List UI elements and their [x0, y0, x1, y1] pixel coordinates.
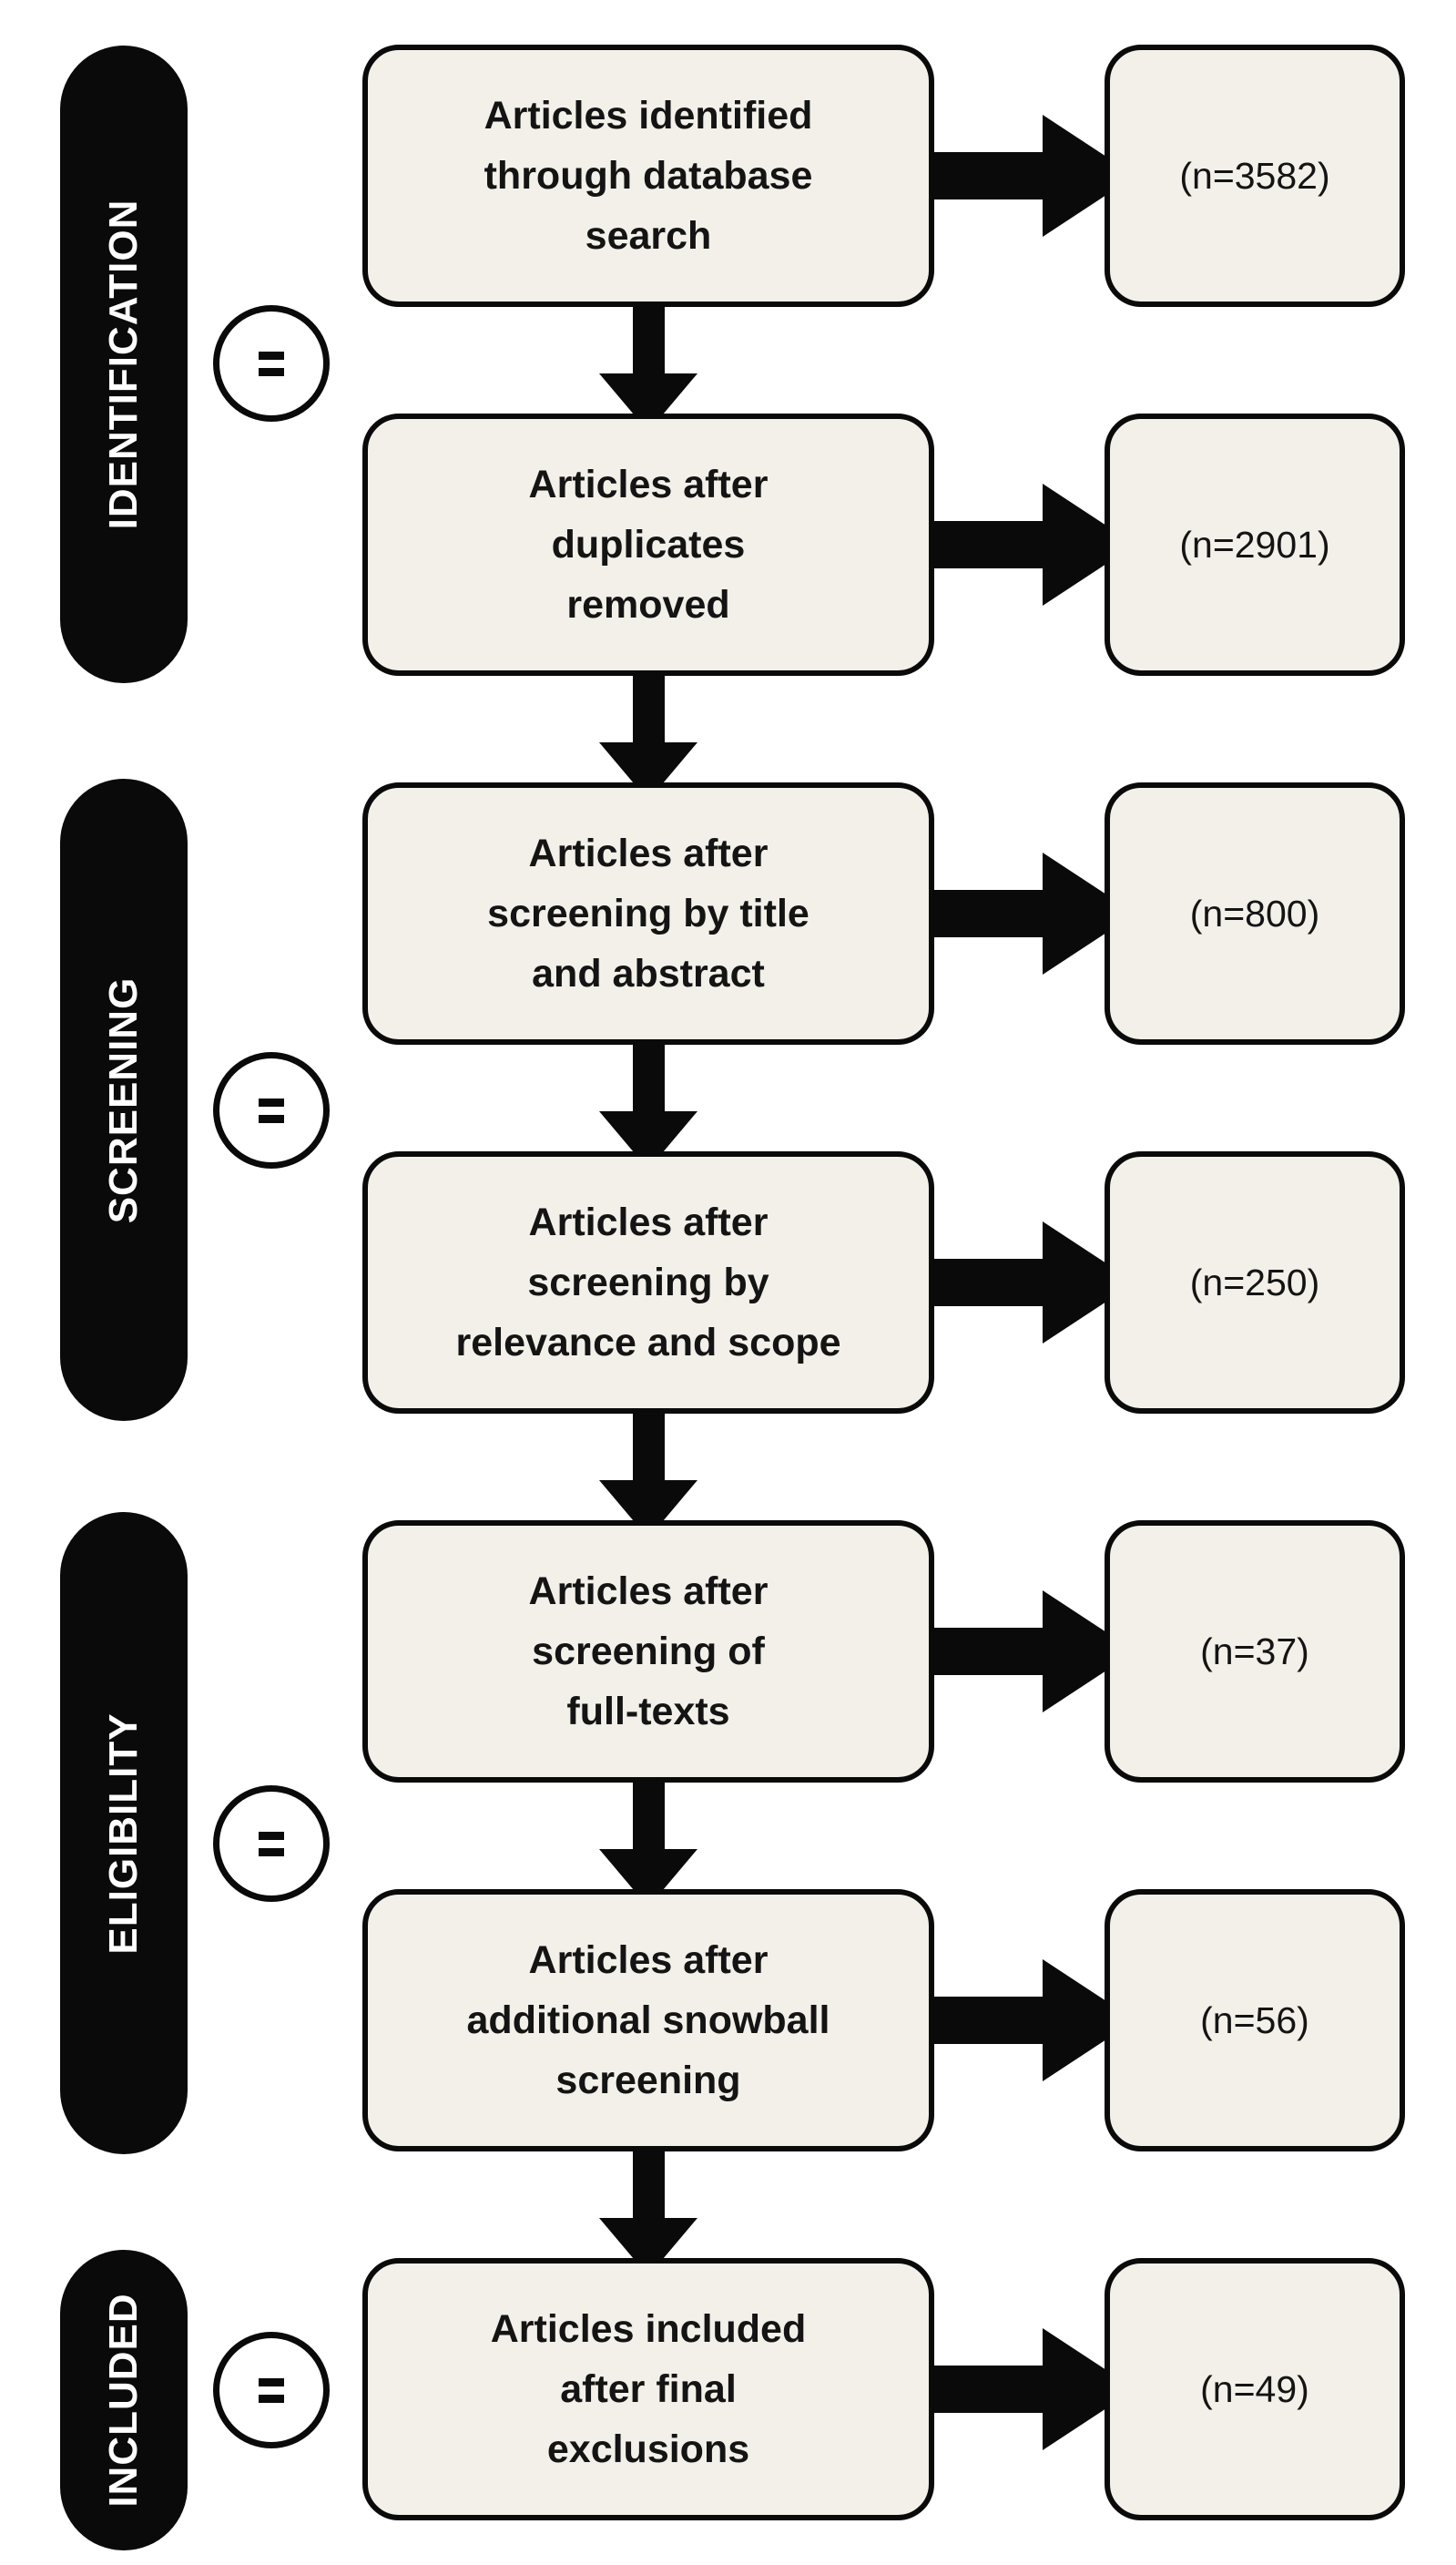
equals-icon: [213, 1785, 330, 1902]
phase-label: INCLUDED: [101, 2293, 146, 2508]
step-text: Articles after screening of full-texts: [528, 1569, 769, 1733]
count-box-included: (n=49): [1105, 2258, 1405, 2520]
phase-included: INCLUDED: [60, 2250, 188, 2550]
count-box-duplicates-removed: (n=2901): [1105, 414, 1405, 676]
count-box-snowball: (n=56): [1105, 1889, 1405, 2151]
count-text: (n=250): [1189, 1261, 1320, 1303]
step-text: Articles after duplicates removed: [528, 463, 769, 627]
count-text: (n=49): [1200, 2367, 1309, 2410]
equals-icon: [213, 305, 330, 422]
phase-label: SCREENING: [101, 976, 146, 1223]
step-text: Articles included after final exclusions: [490, 2307, 807, 2471]
phase-eligibility: ELIGIBILITY: [60, 1512, 188, 2154]
phase-identification: IDENTIFICATION: [60, 46, 188, 683]
step-box-relevance-scope: Articles after screening by relevance an…: [362, 1151, 934, 1414]
step-box-full-texts: Articles after screening of full-texts: [362, 1520, 934, 1783]
step-text: Articles after screening by title and ab…: [487, 832, 809, 996]
step-text: Articles after screening by relevance an…: [455, 1201, 841, 1364]
count-text: (n=800): [1189, 892, 1320, 935]
count-text: (n=2901): [1179, 523, 1330, 566]
step-text: Articles after additional snowball scree…: [466, 1938, 830, 2102]
step-box-included: Articles included after final exclusions: [362, 2258, 934, 2520]
count-box-title-abstract: (n=800): [1105, 782, 1405, 1045]
phase-label: IDENTIFICATION: [101, 199, 146, 530]
count-box-relevance-scope: (n=250): [1105, 1151, 1405, 1414]
equals-icon: [213, 1052, 330, 1169]
equals-icon: [213, 2332, 330, 2448]
count-box-full-texts: (n=37): [1105, 1520, 1405, 1783]
step-text: Articles identified through database sea…: [484, 94, 813, 258]
step-box-snowball: Articles after additional snowball scree…: [362, 1889, 934, 2151]
phase-label: ELIGIBILITY: [101, 1712, 146, 1955]
count-box-identified: (n=3582): [1105, 45, 1405, 307]
count-text: (n=3582): [1179, 154, 1330, 197]
count-text: (n=56): [1200, 1998, 1309, 2041]
step-box-identified: Articles identified through database sea…: [362, 45, 934, 307]
step-box-title-abstract: Articles after screening by title and ab…: [362, 782, 934, 1045]
count-text: (n=37): [1200, 1630, 1309, 1672]
step-box-duplicates-removed: Articles after duplicates removed: [362, 414, 934, 676]
phase-screening: SCREENING: [60, 779, 188, 1421]
